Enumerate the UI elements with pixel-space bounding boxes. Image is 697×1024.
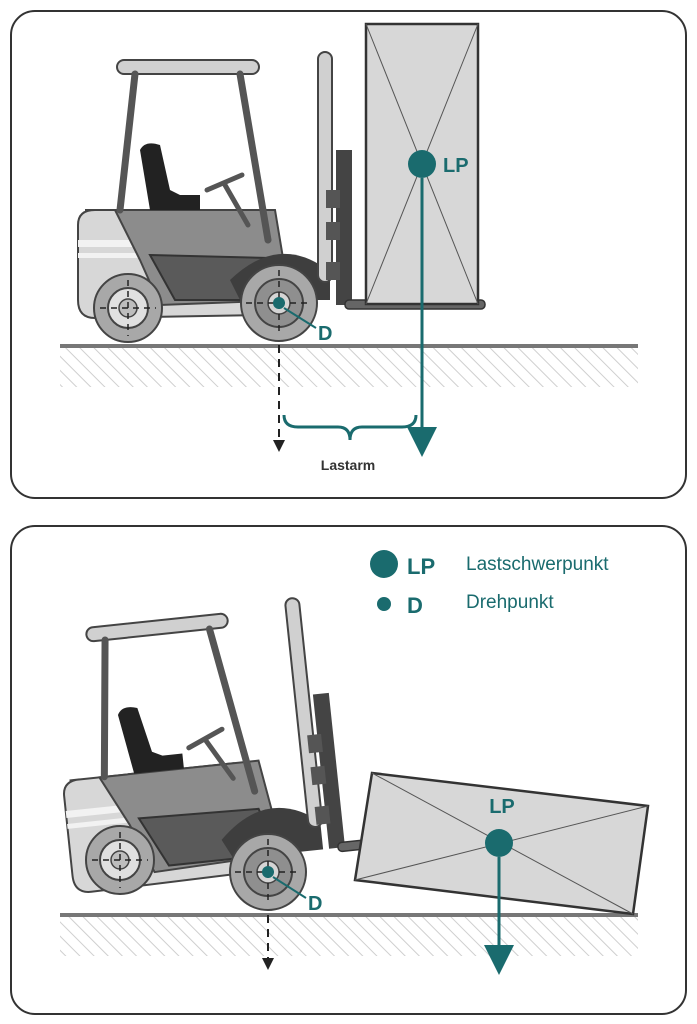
lp-label: LP [489, 796, 515, 818]
legend-d-abbr: D [407, 593, 423, 618]
legend-lp-abbr: LP [407, 554, 435, 579]
lp-marker [485, 829, 513, 857]
legend-d-dot [377, 597, 391, 611]
legend: LP Lastschwerpunkt D Drehpunkt [370, 550, 609, 618]
lp-marker [408, 150, 436, 178]
panel-stable-load: LP D Lastarm [10, 10, 687, 499]
panel-tipping-load: LP Lastschwerpunkt D Drehpunkt [10, 525, 687, 1015]
d-marker [262, 866, 274, 878]
forklift [77, 51, 486, 343]
legend-lp-dot [370, 550, 398, 578]
lastarm-label: Lastarm [321, 457, 375, 473]
legend-lp-text: Lastschwerpunkt [466, 554, 609, 575]
legend-d-text: Drehpunkt [466, 592, 554, 613]
d-label: D [308, 893, 322, 915]
rear-wheel [93, 273, 163, 343]
lp-label: LP [443, 155, 469, 177]
d-label: D [318, 323, 332, 345]
d-marker [273, 297, 285, 309]
rear-wheel [85, 825, 155, 895]
ground [60, 344, 638, 387]
ground [60, 913, 638, 956]
lastarm-brace [282, 414, 418, 441]
